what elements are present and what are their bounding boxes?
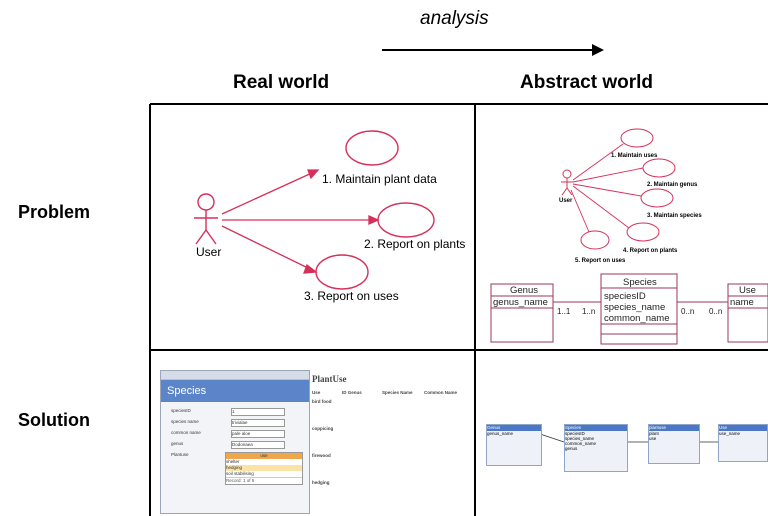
schema-table-species[interactable]: Species speciesID species_name common_na… xyxy=(564,424,628,472)
report-col-use: Use xyxy=(312,390,321,395)
subform-grid[interactable]: use shelter hedging soil stabilising Rec… xyxy=(225,452,303,485)
mini-usecase-label-2: 2. Maintain genus xyxy=(647,182,698,188)
subform-label: Plantuse xyxy=(171,452,189,457)
schema-field: common_name xyxy=(565,441,597,446)
relationship-lines xyxy=(539,433,718,443)
report-group: bird food xyxy=(312,399,332,404)
schema-table-genus[interactable]: Genus genus_name xyxy=(486,424,542,466)
form-row: common name pale aloe xyxy=(171,430,305,438)
field-label-common-name: common name xyxy=(171,430,201,435)
report-group: firewood xyxy=(312,453,331,458)
usecase-ellipses xyxy=(315,130,435,290)
class-species-attr-1: speciesID xyxy=(604,291,646,302)
relationships-schema: Genus genus_name Species speciesID speci… xyxy=(486,420,768,472)
schema-field: use_name xyxy=(719,431,741,436)
usecase-label-2: 2. Report on plants xyxy=(364,237,465,251)
schema-field: genus xyxy=(565,446,578,451)
mini-actor-figure xyxy=(561,169,573,196)
mini-usecase-ellipses xyxy=(580,128,676,250)
schema-field: genus_name xyxy=(487,431,514,436)
mult-species-right: 0..n xyxy=(681,307,694,316)
schema-table-use[interactable]: Use use_name xyxy=(718,424,768,462)
subform-header: use xyxy=(226,453,302,459)
field-label-speciesid: speciesID xyxy=(171,408,191,413)
field-input-species-name[interactable]: trivialae xyxy=(231,419,285,427)
mini-usecase-label-4: 4. Report on plants xyxy=(623,248,678,254)
subform-row: Plantuse use shelter hedging soil stabil… xyxy=(171,452,305,485)
mult-genus: 1..1 xyxy=(557,307,571,316)
schema-table-title: Genus xyxy=(487,425,541,431)
usecase-arrows xyxy=(221,169,380,274)
real-usecase-diagram: User 1. Maintain plant data 2. Report on… xyxy=(194,130,465,303)
form-row: species name trivialae xyxy=(171,419,305,427)
schema-field: speciesID xyxy=(565,431,585,436)
access-form-window: Species speciesID 1 species name trivial… xyxy=(160,370,310,514)
mult-use: 0..n xyxy=(709,307,722,316)
class-species-attr-2: species_name xyxy=(604,302,665,313)
field-label-species-name: species name xyxy=(171,419,199,424)
schema-field: species_name xyxy=(565,436,595,441)
form-title: Species xyxy=(161,380,309,402)
actor-label: User xyxy=(196,245,221,259)
report-col-genus: ID Genus xyxy=(342,390,362,395)
field-input-speciesid[interactable]: 1 xyxy=(231,408,285,416)
abstract-diagrams: User 1. Maintain uses 2. Maintain genus … xyxy=(490,128,768,345)
mini-usecase-lines xyxy=(570,143,644,233)
class-genus-attr: genus_name xyxy=(493,297,548,308)
schema-table-title: Species xyxy=(565,425,627,431)
plantuse-report: PlantUse Use ID Genus Species Name Commo… xyxy=(312,374,472,514)
form-titlebar xyxy=(161,371,309,380)
class-species-title: Species xyxy=(623,277,657,288)
mini-usecase-label-1: 1. Maintain uses xyxy=(611,153,658,159)
class-use-title: Use xyxy=(739,285,756,296)
class-use-attr: name xyxy=(730,297,754,308)
report-group: coppicing xyxy=(312,426,334,431)
class-species-attr-3: common_name xyxy=(604,313,669,324)
field-input-common-name[interactable]: pale aloe xyxy=(231,430,285,438)
class-boxes xyxy=(490,273,768,345)
schema-field: use xyxy=(649,436,657,441)
usecase-label-1: 1. Maintain plant data xyxy=(322,172,437,186)
field-label-genus: genus xyxy=(171,441,184,446)
mini-actor-label: User xyxy=(559,198,573,204)
schema-table-title: plantuse xyxy=(649,425,699,431)
form-row: genus Dodonaea xyxy=(171,441,305,449)
report-col-species: Species Name xyxy=(382,390,413,395)
mult-species-left: 1..n xyxy=(582,307,595,316)
mini-usecase-label-3: 3. Maintain species xyxy=(647,213,702,219)
field-select-genus[interactable]: Dodonaea xyxy=(231,441,285,449)
row-title-solution: Solution xyxy=(18,410,90,430)
analysis-arrow xyxy=(382,44,604,56)
class-genus-title: Genus xyxy=(510,285,538,296)
subform-row-1[interactable]: shelter xyxy=(226,459,240,464)
form-row: speciesID 1 xyxy=(171,408,305,416)
schema-field: plant xyxy=(649,431,659,436)
usecase-label-3: 3. Report on uses xyxy=(304,289,399,303)
column-title-abstract-world: Abstract world xyxy=(520,72,654,93)
row-title-problem: Problem xyxy=(18,202,91,222)
schema-table-plantuse[interactable]: plantuse plant use xyxy=(648,424,700,464)
form-fields: speciesID 1 species name trivialae commo… xyxy=(161,402,309,485)
subform-row-3[interactable]: soil stabilising xyxy=(226,471,254,476)
column-title-real-world: Real world xyxy=(233,72,330,93)
report-title: PlantUse xyxy=(312,374,347,384)
report-group: hedging xyxy=(312,480,330,485)
analysis-label: analysis xyxy=(420,8,489,29)
subform-row-2[interactable]: hedging xyxy=(226,465,302,471)
record-navigator[interactable]: Record: 1 of 5 xyxy=(226,477,302,484)
schema-table-title: Use xyxy=(719,425,767,431)
report-header-row: Use ID Genus Species Name Common Name xyxy=(312,390,472,395)
mini-usecase-label-5: 5. Report on uses xyxy=(575,258,626,264)
report-col-common: Common Name xyxy=(424,390,458,395)
actor-figure xyxy=(194,193,218,245)
